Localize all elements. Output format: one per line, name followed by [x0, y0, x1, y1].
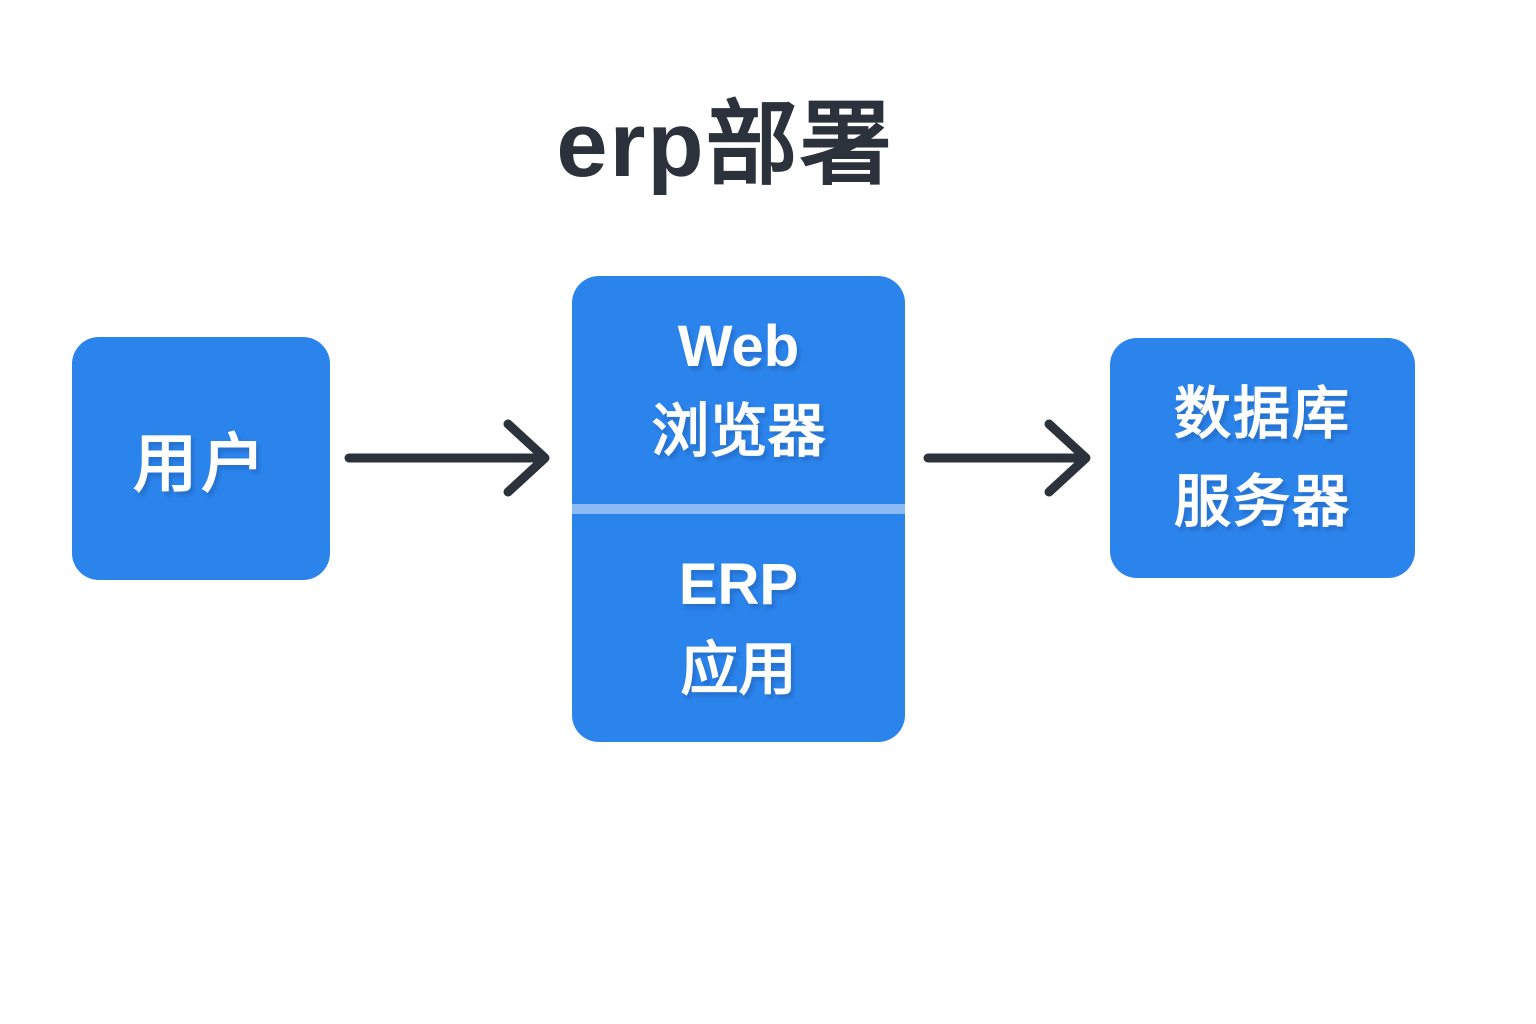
- diagram-title: erp部署: [556, 94, 894, 196]
- node-browser-erp: Web 浏览器 ERP 应用: [572, 276, 905, 742]
- erp-app-label-line1: ERP: [678, 552, 799, 618]
- node-user: 用户: [72, 337, 330, 580]
- browser-label-line2: 浏览器: [651, 399, 826, 464]
- node-database-server: 数据库 服务器: [1110, 338, 1415, 578]
- arrow-user-to-browser: [341, 408, 555, 508]
- node-section-web-browser: Web 浏览器: [572, 276, 905, 504]
- arrow-right-icon: [923, 419, 1091, 497]
- node-section-erp-app: ERP 应用: [572, 514, 905, 742]
- database-label-line2: 服务器: [1174, 470, 1351, 534]
- erp-app-label-line2: 应用: [680, 637, 797, 702]
- browser-label-line1: Web: [677, 314, 800, 380]
- node-user-label: 用户: [133, 427, 269, 500]
- arrow-right-icon: [344, 419, 550, 497]
- node-section-divider: [572, 504, 905, 514]
- database-label-line1: 数据库: [1174, 381, 1351, 446]
- arrow-browser-to-database: [920, 408, 1096, 508]
